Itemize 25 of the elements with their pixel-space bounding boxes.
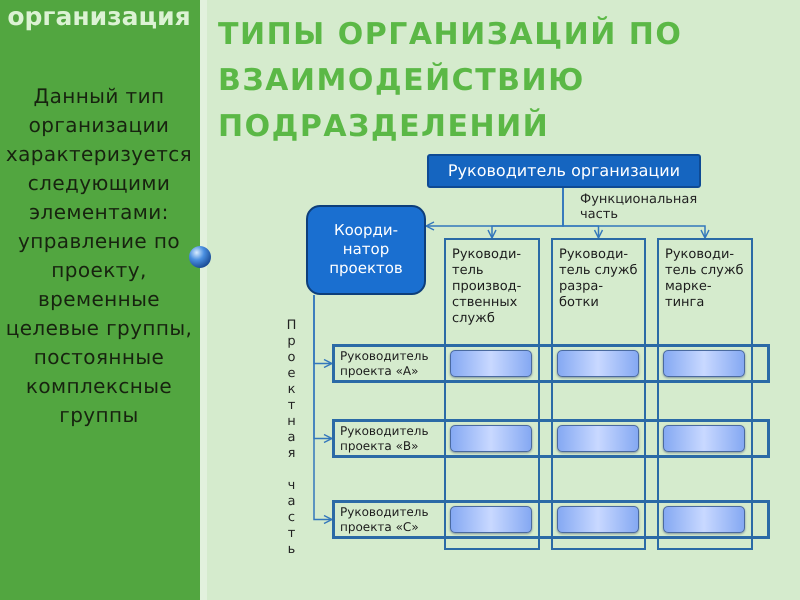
manager-box: Руководитель организации bbox=[427, 154, 701, 188]
project-row: Руководитель проекта «В» bbox=[332, 419, 770, 458]
arrow bbox=[562, 188, 710, 239]
coordinator-box: Коорди-натор проектов bbox=[306, 205, 426, 295]
matrix-cell bbox=[557, 506, 639, 533]
panel-text: Данный тип организации характеризуется следующими элементами: управление по проекту, временные целевые группы, постоянные комплексные группы bbox=[4, 83, 194, 429]
department-column: Руководи-тель служб разра-ботки bbox=[551, 238, 646, 550]
side-panel bbox=[0, 0, 207, 600]
matrix-cell bbox=[450, 425, 532, 452]
matrix-cell bbox=[450, 506, 532, 533]
arrow bbox=[313, 295, 333, 524]
section-label: Функциональная часть bbox=[580, 192, 698, 222]
matrix-cell bbox=[557, 350, 639, 377]
matrix-cell bbox=[450, 350, 532, 377]
project-row: Руководитель проекта «С» bbox=[332, 500, 770, 539]
department-column: Руководи-тель производ-ственных служб bbox=[444, 238, 540, 550]
project-row: Руководитель проекта «А» bbox=[332, 344, 770, 383]
matrix-cell bbox=[557, 425, 639, 452]
slide-title: ТИПЫ ОРГАНИЗАЦИЙ ПО ВЗАИМОДЕЙСТВИЮ ПОДРАЗДЕЛЕНИЙ bbox=[218, 15, 684, 146]
matrix-cell bbox=[663, 425, 745, 452]
department-column: Руководи-тель служб марке-тинга bbox=[657, 238, 753, 550]
panel-heading: организация bbox=[6, 2, 192, 32]
section-label: Проектная часть bbox=[284, 318, 299, 558]
matrix-cell bbox=[663, 506, 745, 533]
matrix-cell bbox=[663, 350, 745, 377]
